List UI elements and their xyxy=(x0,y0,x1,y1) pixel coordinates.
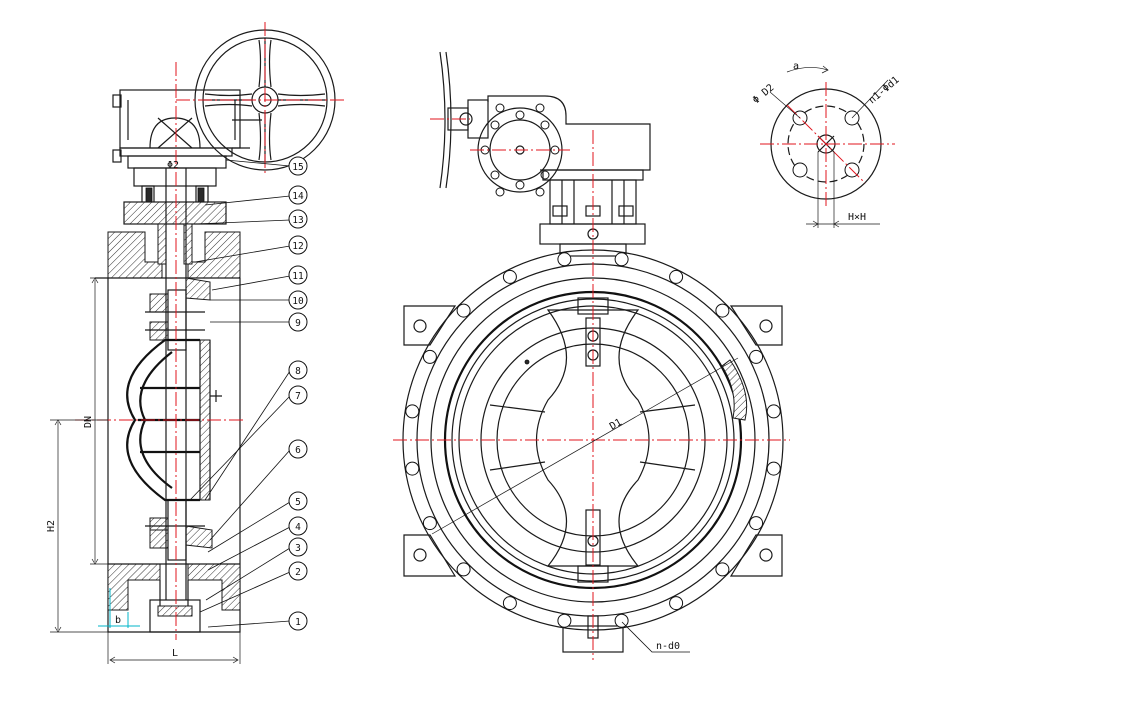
dimensions-left: DN H2 L b Φ2 xyxy=(46,160,241,664)
balloon-1 xyxy=(288,611,308,631)
dim-b: b xyxy=(115,615,121,626)
flange-bolt-hole xyxy=(456,303,471,318)
dim-n1-phid1: n1-Φd1 xyxy=(867,75,902,107)
flange-bolt-hole xyxy=(405,461,420,476)
flange-bolt-hole xyxy=(502,596,517,611)
flange-bolt-hole xyxy=(614,252,629,267)
balloon-8 xyxy=(288,360,308,380)
flange-bolt-hole xyxy=(669,269,684,284)
dim-dn: DN xyxy=(83,416,94,428)
lower-body xyxy=(107,563,241,633)
flange-bolt-hole xyxy=(715,303,730,318)
flange-bolt-hole xyxy=(715,562,730,577)
flange-bolt-hole xyxy=(749,349,764,364)
flange-bolt-hole xyxy=(422,516,437,531)
balloon-label-15: 15 xyxy=(292,162,303,173)
balloon-label-6: 6 xyxy=(295,445,301,456)
dim-phi2: Φ2 xyxy=(167,160,179,171)
flange-bolt-hole xyxy=(557,613,572,628)
balloon-label-3: 3 xyxy=(295,543,301,554)
balloon-4 xyxy=(288,516,308,536)
balloon-label-7: 7 xyxy=(295,391,301,402)
dim-hxh: H×H xyxy=(848,212,866,223)
front-view: D1 n-d0 xyxy=(393,51,790,660)
flange-bolt-hole xyxy=(456,562,471,577)
dim-a: a xyxy=(793,61,799,72)
flange-bolt-hole xyxy=(422,349,437,364)
balloon-3 xyxy=(288,537,308,557)
stem xyxy=(165,168,187,600)
top-flange-detail: H×H a Φ D2 n1-Φd1 xyxy=(751,61,902,228)
flange-bolt-hole xyxy=(669,596,684,611)
dim-n-d0: n-d0 xyxy=(656,641,680,652)
section-view: DN H2 L b Φ2 1 2 3 4 5 xyxy=(46,22,345,664)
balloon-10 xyxy=(288,290,308,310)
part-balloons: 1 2 3 4 5 6 7 8 9 10 xyxy=(189,156,308,631)
gear-operator-front xyxy=(430,51,651,197)
balloon-15 xyxy=(288,156,308,176)
dim-h2: H2 xyxy=(46,520,57,532)
balloon-label-14: 14 xyxy=(292,191,304,202)
balloon-13 xyxy=(288,209,308,229)
balloon-label-11: 11 xyxy=(292,271,304,282)
balloon-6 xyxy=(288,439,308,459)
balloon-5 xyxy=(288,491,308,511)
balloon-9 xyxy=(288,312,308,332)
balloon-label-5: 5 xyxy=(295,497,301,508)
balloon-14 xyxy=(288,185,308,205)
balloon-label-1: 1 xyxy=(295,617,301,628)
balloon-2 xyxy=(288,561,308,581)
gearbox-side xyxy=(112,89,262,169)
flange-bolt-hole xyxy=(614,613,629,628)
bracket xyxy=(123,167,227,225)
dim-l: L xyxy=(172,648,178,659)
flange-bolt-hole xyxy=(766,404,781,419)
balloon-label-12: 12 xyxy=(292,241,303,252)
balloon-label-4: 4 xyxy=(295,522,301,533)
flange-bolt-holes xyxy=(405,252,781,628)
balloon-label-10: 10 xyxy=(292,296,304,307)
balloon-7 xyxy=(288,385,308,405)
flange-bolt-hole xyxy=(502,269,517,284)
balloon-12 xyxy=(288,235,308,255)
flange-bolt-hole xyxy=(405,404,420,419)
flange-bolt-hole xyxy=(557,252,572,267)
balloon-11 xyxy=(288,265,308,285)
balloon-label-2: 2 xyxy=(295,567,301,578)
upper-body xyxy=(107,223,241,279)
flange-bolt-hole xyxy=(766,461,781,476)
balloon-label-8: 8 xyxy=(295,366,301,377)
balloon-label-9: 9 xyxy=(295,318,301,329)
flange-bolt-hole xyxy=(749,516,764,531)
balloon-label-13: 13 xyxy=(292,215,303,226)
dim-d1: D1 xyxy=(608,417,624,433)
